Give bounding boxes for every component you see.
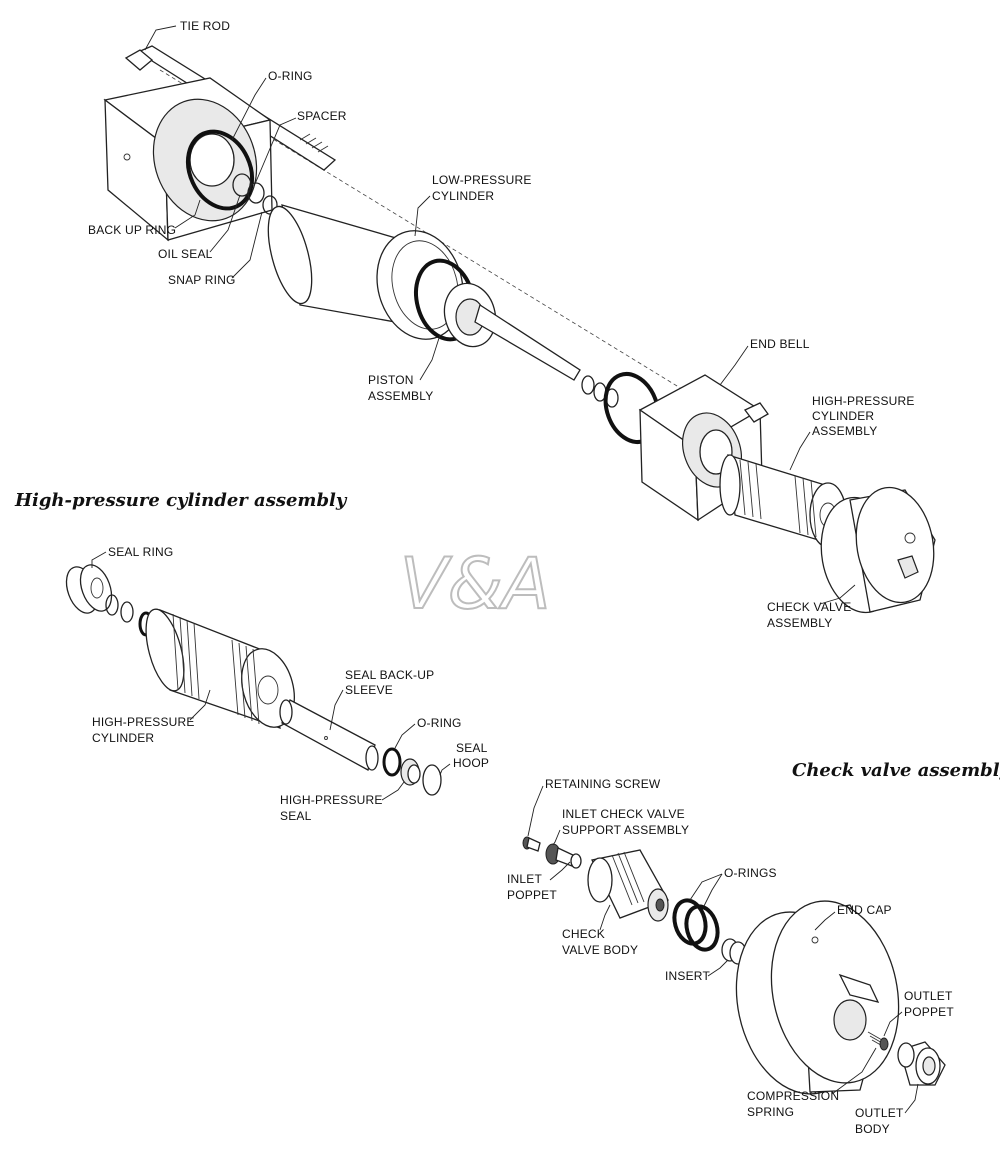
hp-o-ring-part (382, 747, 402, 777)
o-ring-b (684, 904, 720, 952)
label-check-valve-body-2: VALVE BODY (562, 943, 638, 957)
label-seal-hoop-1: SEAL (456, 741, 488, 755)
outlet-body-part (897, 1041, 946, 1086)
label-compression-spring-1: COMPRESSION (747, 1089, 839, 1103)
hp-seal-part (400, 758, 421, 786)
label-inlet-poppet-2: POPPET (507, 888, 557, 902)
label-spacer: SPACER (297, 109, 347, 123)
label-oil-seal: OIL SEAL (158, 247, 213, 261)
check-valve-drawing (522, 836, 946, 1095)
main-labels: TIE ROD O-RING SPACER BACK UP RING OIL S… (88, 19, 915, 630)
label-piston-assembly-2: ASSEMBLY (368, 389, 433, 403)
label-check-valve-body-1: CHECK (562, 927, 605, 941)
label-insert: INSERT (665, 969, 710, 983)
label-compression-spring-2: SPRING (747, 1105, 794, 1119)
label-inlet-poppet-1: INLET (507, 872, 542, 886)
label-inlet-support-1: INLET CHECK VALVE (562, 807, 685, 821)
label-low-pressure-cylinder-1: LOW-PRESSURE (432, 173, 532, 187)
label-o-rings: O-RINGS (724, 866, 777, 880)
hp-cylinder-part (145, 608, 295, 729)
heading-check-valve-assembly: Check valve assembly (792, 760, 1000, 781)
label-piston-assembly-1: PISTON (368, 373, 414, 387)
label-hp-cylinder-1: HIGH-PRESSURE (92, 715, 195, 729)
label-end-cap: END CAP (837, 903, 892, 917)
check-valve-body-part (587, 849, 669, 922)
label-inlet-support-2: SUPPORT ASSEMBLY (562, 823, 689, 837)
main-assembly-drawing (103, 45, 936, 614)
label-retaining-screw: RETAINING SCREW (545, 777, 661, 791)
check-valve-labels: RETAINING SCREW INLET CHECK VALVE SUPPOR… (507, 777, 954, 1136)
label-hp-cyl-assembly-3: ASSEMBLY (812, 424, 877, 438)
label-check-valve-assembly-1: CHECK VALVE (767, 600, 851, 614)
outlet-poppet-part (867, 1031, 889, 1051)
low-pressure-cylinder-part (267, 204, 464, 340)
label-hp-cyl-assembly-1: HIGH-PRESSURE (812, 394, 915, 408)
label-back-up-ring: BACK UP RING (88, 223, 176, 237)
label-hp-cyl-assembly-2: CYLINDER (812, 409, 874, 423)
inlet-support-part (545, 843, 582, 869)
label-seal-backup-1: SEAL BACK-UP (345, 668, 434, 682)
label-outlet-poppet-2: POPPET (904, 1005, 954, 1019)
hp-assembly-drawing (65, 564, 442, 796)
piston-assembly-part (414, 258, 581, 381)
label-snap-ring: SNAP RING (168, 273, 236, 287)
seal-ring-part (65, 564, 113, 614)
hp-ring-1 (105, 594, 119, 616)
end-cap-part (735, 900, 900, 1095)
label-outlet-body-2: BODY (855, 1122, 890, 1136)
label-seal-ring: SEAL RING (108, 545, 173, 559)
watermark: V&A (400, 543, 550, 625)
label-hp-seal-2: SEAL (280, 809, 312, 823)
label-low-pressure-cylinder-2: CYLINDER (432, 189, 494, 203)
retaining-screw-part (522, 836, 541, 852)
hp-ring-2 (120, 601, 134, 623)
seal-backup-sleeve-part (279, 699, 379, 771)
label-hp-cylinder-2: CYLINDER (92, 731, 154, 745)
label-o-ring: O-RING (268, 69, 313, 83)
seal-hoop-part (422, 764, 442, 796)
label-tie-rod: TIE ROD (180, 19, 230, 33)
label-seal-hoop-2: HOOP (453, 756, 489, 770)
check-valve-assembly-part (820, 486, 936, 614)
label-check-valve-assembly-2: ASSEMBLY (767, 616, 832, 630)
label-outlet-poppet-1: OUTLET (904, 989, 953, 1003)
label-seal-backup-2: SLEEVE (345, 683, 393, 697)
label-end-bell: END BELL (750, 337, 810, 351)
heading-hp-cylinder-assembly: High-pressure cylinder assembly (14, 490, 348, 511)
label-hp-seal-1: HIGH-PRESSURE (280, 793, 383, 807)
label-o-ring-2: O-RING (417, 716, 462, 730)
label-outlet-body-1: OUTLET (855, 1106, 904, 1120)
hp-labels: SEAL RING HIGH-PRESSURE CYLINDER SEAL BA… (91, 545, 489, 823)
